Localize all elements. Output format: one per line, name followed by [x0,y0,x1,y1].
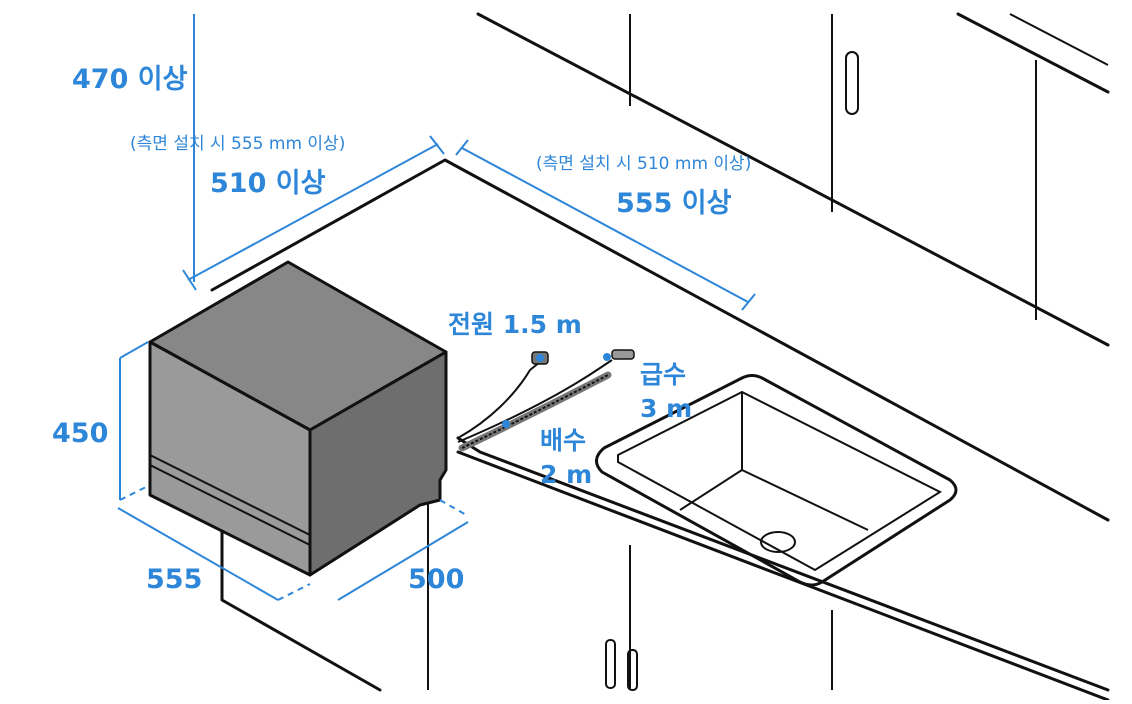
depth-side-install-note: (측면 설치 시 555 mm 이상) [130,134,346,154]
drain-length: 2 m [540,460,593,489]
dimension-lines [117,14,756,601]
drain-hole-icon [760,531,796,553]
power-plug-icon [531,351,549,365]
power-cord-label: 전원 1.5 m [448,310,582,339]
top-clearance-label: 470 이상 [72,64,188,95]
lower-handle-left-icon [605,639,616,689]
water-supply-length: 3 m [640,394,693,423]
cabinet-handle-icon [845,51,859,115]
width-clearance-label: 555 이상 [616,188,732,219]
water-supply-label: 급수 [640,360,687,389]
hoses [457,349,635,452]
sink [595,374,958,587]
drain-label: 배수 [540,426,587,455]
depth-dimension: 500 [408,564,465,595]
drain-marker-icon [502,420,510,428]
water-connector-icon [603,349,635,361]
width-dimension: 555 [146,564,203,595]
height-dimension: 450 [52,418,109,449]
dishwasher [148,260,448,577]
upper-cabinets [476,12,1110,347]
lower-handle-right-icon [627,649,638,691]
width-side-install-note: (측면 설치 시 510 mm 이상) [536,154,752,174]
depth-clearance-label: 510 이상 [210,168,326,199]
